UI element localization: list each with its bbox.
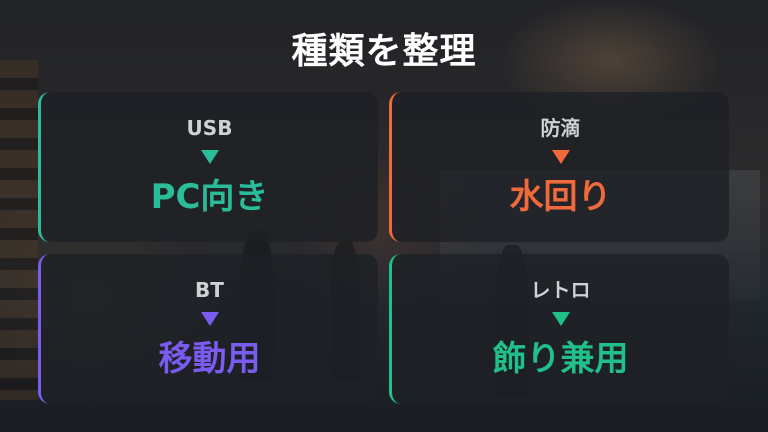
card-label: 防滴 — [392, 116, 729, 140]
triangle-down-icon — [552, 312, 570, 326]
card-bluetooth: BT 移動用 — [38, 254, 378, 404]
card-label: USB — [41, 116, 378, 140]
card-value: 水回り — [392, 176, 729, 218]
card-retro: レトロ 飾り兼用 — [389, 254, 729, 404]
triangle-down-icon — [552, 150, 570, 164]
slide-title: 種類を整理 — [0, 30, 768, 74]
card-value: PC向き — [41, 176, 378, 218]
card-usb: USB PC向き — [38, 92, 378, 242]
card-value: 移動用 — [41, 338, 378, 380]
card-splashproof: 防滴 水回り — [389, 92, 729, 242]
triangle-down-icon — [201, 312, 219, 326]
triangle-down-icon — [201, 150, 219, 164]
card-value: 飾り兼用 — [392, 338, 729, 380]
card-label: BT — [41, 278, 378, 302]
card-label: レトロ — [392, 278, 729, 302]
